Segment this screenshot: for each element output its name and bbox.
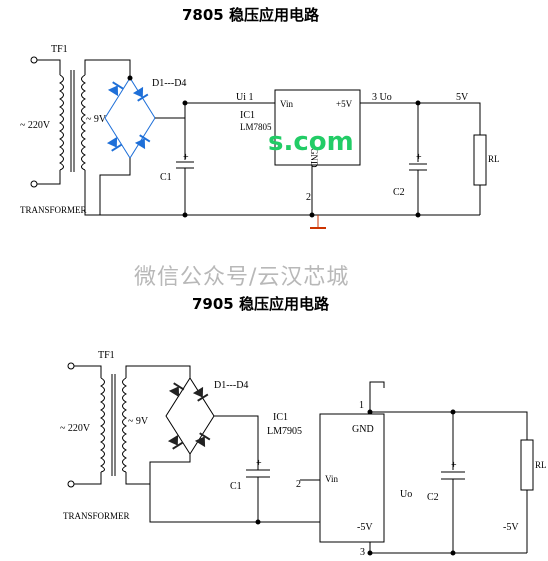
bottom-c2-label: C2: [427, 492, 439, 503]
top-c1-label: C1: [160, 172, 172, 183]
bottom-pin1: 1: [359, 400, 364, 411]
top-title: 7805 稳压应用电路: [182, 6, 320, 24]
top-primary-terminal-2: [30, 180, 38, 188]
top-c2-plus: +: [416, 152, 422, 163]
bottom-tf-label: TF1: [98, 350, 115, 361]
bottom-pin-out: -5V: [357, 522, 373, 533]
top-vin-label: ~ 220V: [20, 120, 51, 131]
logo-watermark: s.com: [268, 127, 354, 157]
bottom-title: 7905 稳压应用电路: [192, 295, 330, 313]
top-rl-label: RL: [488, 154, 500, 164]
top-diode-1: [106, 81, 124, 98]
top-pin-vin: Vin: [280, 99, 293, 109]
top-circuit: [30, 56, 487, 229]
bottom-pin2: 2: [296, 479, 301, 490]
top-ui-label: Ui 1: [236, 92, 254, 103]
top-pin-gnd: GND: [309, 148, 319, 168]
bottom-vin-label: ~ 220V: [60, 423, 91, 434]
top-transformer-label: TRANSFORMER: [20, 205, 87, 215]
top-bridge-label: D1---D4: [152, 78, 186, 89]
bottom-rl-body: [520, 439, 534, 491]
bottom-c1-plus: +: [256, 458, 262, 469]
bottom-pin-gnd: GND: [352, 424, 374, 435]
top-rl-body: [473, 134, 487, 186]
bottom-ic-label: IC1: [273, 412, 288, 423]
bottom-vsec-label: ~ 9V: [128, 416, 149, 427]
bottom-ic-part: LM7905: [267, 426, 302, 437]
bottom-diode-2: [191, 385, 209, 402]
bottom-rl-label: RL: [535, 460, 547, 470]
bottom-primary-terminal-1: [67, 362, 75, 370]
top-primary-terminal-1: [30, 56, 38, 64]
top-diode-2: [131, 85, 149, 102]
bottom-c2-plus: +: [451, 460, 457, 471]
bottom-diode-3: [166, 433, 184, 450]
top-ic-part: LM7805: [240, 122, 272, 132]
top-c1-plus: +: [183, 152, 189, 163]
bottom-ic-body: [319, 413, 385, 543]
top-vsec-label: ~ 9V: [86, 114, 107, 125]
bottom-out-v: -5V: [503, 522, 519, 533]
bottom-bridge-label: D1---D4: [214, 380, 248, 391]
top-primary-coil: [58, 74, 64, 171]
top-pin2: 2: [306, 192, 311, 203]
bottom-pin-vin: Vin: [325, 474, 338, 484]
bottom-diode-4: [193, 432, 211, 449]
bottom-pin3: 3: [360, 547, 365, 558]
bottom-c1-label: C1: [230, 481, 242, 492]
top-out-v: 5V: [456, 92, 469, 103]
bottom-primary-coil: [99, 377, 105, 473]
top-ic-body: [274, 89, 361, 166]
bottom-pin-uo: Uo: [400, 489, 412, 500]
bottom-primary-terminal-2: [67, 480, 75, 488]
top-c2-label: C2: [393, 187, 405, 198]
top-secondary-coil: [81, 74, 87, 171]
bottom-transformer-label: TRANSFORMER: [63, 511, 130, 521]
bottom-secondary-coil: [122, 377, 128, 473]
top-diode-3: [105, 135, 123, 152]
watermark-text: 微信公众号/云汉芯城: [134, 265, 349, 290]
top-tf-label: TF1: [51, 44, 68, 55]
top-ic-label: IC1: [240, 110, 255, 121]
top-pin-out: +5V: [336, 99, 353, 109]
top-pin3: 3 Uo: [372, 92, 392, 103]
bottom-diode-1: [167, 382, 185, 399]
bottom-circuit: [67, 362, 534, 556]
